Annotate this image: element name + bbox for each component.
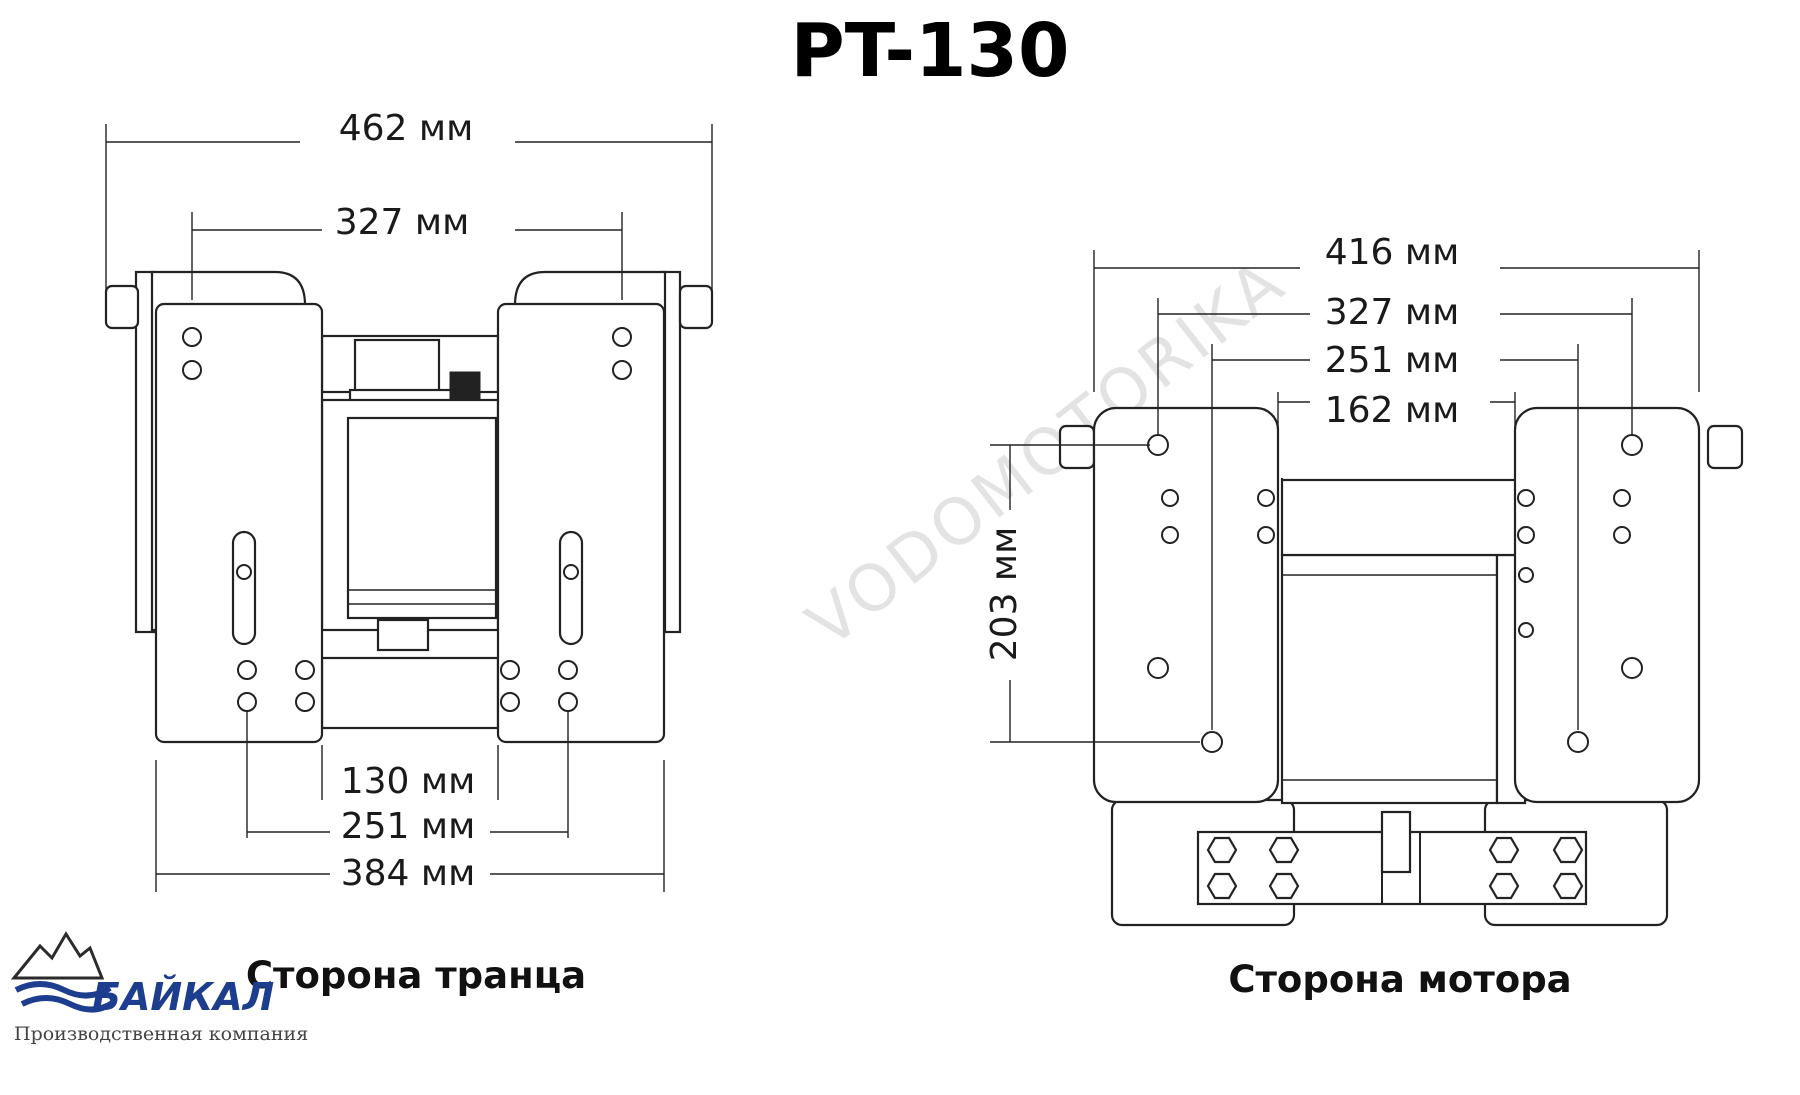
mountain-icon bbox=[10, 931, 105, 980]
brand-subtitle: Производственная компания bbox=[14, 1023, 308, 1045]
brand-name: БАЙКАЛ bbox=[92, 975, 274, 1019]
dim-vertical-hole-spacing-203: 203 мм bbox=[984, 527, 1025, 661]
dim-hole-spacing-327: 327 мм bbox=[1325, 292, 1459, 333]
dim-inner-gap-130: 130 мм bbox=[341, 761, 475, 802]
dim-lower-hole-spacing-251: 251 мм bbox=[341, 806, 475, 847]
transom-side-caption: Сторона транца bbox=[246, 954, 586, 997]
dim-overall-width-462: 462 мм bbox=[339, 108, 473, 149]
dim-top-hole-spacing-327: 327 мм bbox=[335, 202, 469, 243]
dim-hole-spacing-251: 251 мм bbox=[1325, 340, 1459, 381]
motor-side-caption: Сторона мотора bbox=[1228, 958, 1571, 1001]
dim-plate-span-384: 384 мм bbox=[341, 853, 475, 894]
motor-side-view: 416 мм 327 мм 251 мм 162 мм 203 мм Сторо… bbox=[984, 232, 1744, 1001]
transom-side-view: 462 мм 327 мм 130 мм 251 мм 384 мм Сторо… bbox=[104, 108, 714, 997]
dim-hole-spacing-162: 162 мм bbox=[1325, 390, 1459, 431]
wave-icon bbox=[14, 981, 112, 999]
hex-nuts bbox=[1206, 836, 1584, 900]
dim-overall-width-416: 416 мм bbox=[1325, 232, 1459, 273]
page-title: PT-130 bbox=[790, 8, 1069, 94]
baikal-logo: БАЙКАЛ Производственная компания bbox=[10, 931, 308, 1045]
